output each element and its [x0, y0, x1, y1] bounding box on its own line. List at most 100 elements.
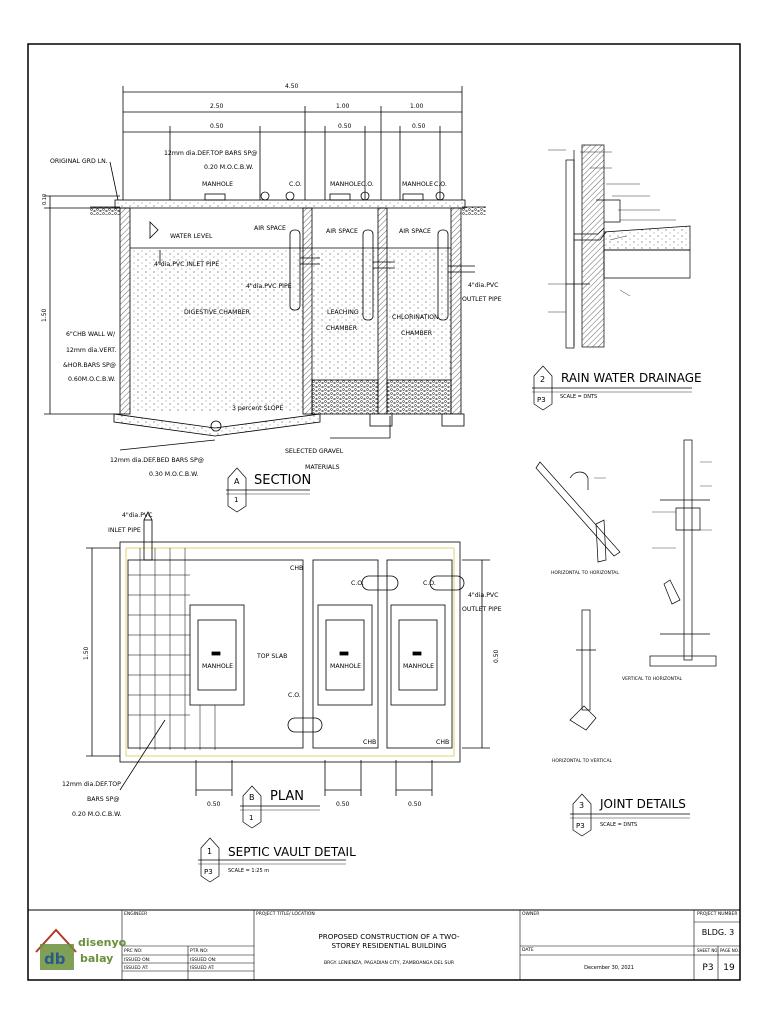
dim-height: 1.50: [41, 308, 48, 322]
plan-top-bars-label-3: 0.20 M.O.C.B.W.: [72, 811, 122, 818]
chb-wall-label-1: 6"CHB WALL W/: [66, 331, 116, 338]
joint-title: JOINT DETAILS: [599, 797, 686, 811]
septic-sheet: P3: [204, 868, 213, 876]
plan-outlet-label-2: OUTLET PIPE: [462, 606, 502, 613]
project-number-label: PROJECT NUMBER: [697, 912, 738, 917]
air-space-label-3: AIR SPACE: [399, 228, 431, 235]
title-block: ENGINEER PRC NO: PTR NO: ISSUED ON: ISSU…: [28, 910, 740, 980]
joint-details: [535, 439, 717, 731]
plan-top-slab-label: TOP SLAB: [256, 653, 287, 660]
sheet-no: P3: [702, 963, 714, 973]
slope-label: 3 percent SLOPE: [232, 405, 283, 412]
plan-top-bars-label-2: BARS SP@: [87, 795, 120, 803]
plan-outlet-label-1: 4"dia.PVC: [468, 592, 498, 599]
page-no-label: PAGE NO.: [720, 948, 739, 953]
joint-sheet: P3: [576, 822, 585, 830]
orig-grd-label: ORIGINAL GRD LN.: [50, 158, 108, 165]
company-logo: db disenyo balay: [35, 928, 127, 970]
top-bars-label-1: 12mm dia.DEF.TOP BARS SP@: [164, 149, 257, 157]
plan-manhole-label-1: MANHOLE: [202, 663, 233, 670]
gravel-label-2: MATERIALS: [305, 464, 340, 471]
co-label-1: C.O.: [289, 181, 302, 188]
manhole-label-2: MANHOLE: [330, 181, 361, 188]
section-view: [44, 86, 486, 451]
joint-h2h-label: HORIZONTAL TO HORIZONTAL: [551, 570, 619, 576]
manhole-label-1: MANHOLE: [202, 181, 233, 188]
plan-view: [86, 511, 490, 796]
project-title-line-2: STOREY RESIDENTIAL BUILDING: [331, 941, 447, 950]
prc-label: PRC NO:: [124, 949, 143, 954]
plan-dim-bottom-3: 0.50: [408, 801, 422, 808]
chlor-label-2: CHAMBER: [401, 330, 433, 337]
septic-scale: SCALE = 1:25 m: [228, 868, 269, 874]
project-location: BRGY. LENIENZA, PAGADIAN CITY, ZAMBOANGA…: [323, 961, 455, 966]
chb-wall-label-2: 12mm dia.VERT.: [66, 347, 116, 354]
dim-small: 0.10: [42, 194, 48, 205]
section-title-tag: A 1 SECTION: [226, 467, 311, 513]
date-value: December 30, 2021: [584, 965, 634, 971]
rain-title: RAIN WATER DRAINAGE: [561, 371, 702, 385]
plan-co-label-2: C.O.: [423, 580, 436, 587]
svg-text:db: db: [44, 950, 66, 968]
septic-title-tag: 1 P3 SEPTIC VAULT DETAIL SCALE = 1:25 m: [198, 837, 356, 883]
logo-text-2: balay: [80, 952, 113, 965]
dim-mid-inner: 0.50: [338, 123, 352, 130]
chb-wall-label-3: &HOR.BARS SP@: [63, 361, 116, 369]
plan-dim-right: 0.50: [493, 649, 500, 663]
project-number: BLDG. 3: [701, 928, 735, 937]
date-label: DATE: [522, 948, 534, 953]
bed-bars-label-1: 12mm dia.DEF.BED BARS SP@: [110, 456, 204, 464]
septic-title: SEPTIC VAULT DETAIL: [228, 845, 356, 859]
plan-top-bars-label-1: 12mm dia.DEF.TOP: [62, 781, 121, 788]
plan-tag-num: 1: [249, 814, 253, 822]
chb-wall-label-4: 0.60M.O.C.B.W.: [68, 376, 116, 383]
leaching-label-2: CHAMBER: [326, 325, 358, 332]
co-label-2: C.O.: [361, 181, 374, 188]
sheet-no-label: SHEET NO.: [697, 948, 719, 953]
joint-h2v-label: HORIZONTAL TO VERTICAL: [552, 758, 613, 764]
dim-right-inner: 0.50: [412, 123, 426, 130]
plan-chb-label-3: CHB: [436, 739, 449, 746]
dim-overall: 4.50: [285, 83, 299, 90]
chlor-label-1: CHLORINATION: [392, 314, 439, 321]
issued-at-label-2: ISSUED AT:: [190, 966, 215, 971]
project-title-label: PROJECT TITLE/ LOCATION: [256, 912, 315, 917]
ptr-label: PTR NO:: [190, 949, 209, 954]
plan-chb-label-1: CHB: [290, 565, 303, 572]
dim-right-top: 1.00: [410, 103, 424, 110]
dim-mid-top: 1.00: [336, 103, 350, 110]
rain-scale: SCALE = DNTS: [560, 394, 597, 400]
issued-on-label-1: ISSUED ON:: [124, 958, 151, 963]
section-tag-num: 1: [234, 496, 238, 504]
outlet-label-1: 4"dia.PVC: [468, 282, 498, 289]
septic-num: 1: [207, 847, 212, 856]
page-no: 19: [723, 963, 735, 973]
owner-label: OWNER: [522, 912, 540, 917]
plan-dim-height: 1.50: [83, 646, 90, 660]
logo-text-1: disenyo: [78, 936, 127, 949]
plan-co-label-1: C.O.: [351, 580, 364, 587]
joint-scale: SCALE = DNTS: [600, 822, 637, 828]
digestive-label: DIGESTIVE CHAMBER: [184, 309, 251, 316]
plan-manhole-label-3: MANHOLE: [403, 663, 434, 670]
plan-labels: 4"dia.PVC INLET PIPE CHB CHB CHB C.O. C.…: [62, 512, 502, 818]
rain-title-tag: 2 P3 RAIN WATER DRAINAGE SCALE = DNTS: [532, 365, 702, 411]
plan-title: PLAN: [270, 789, 304, 804]
joint-num: 3: [579, 801, 584, 810]
pvc-pipe-label: 4"dia.PVC PIPE: [246, 283, 292, 290]
dim-left-inner: 0.50: [210, 123, 224, 130]
co-label-3: C.O.: [434, 181, 447, 188]
plan-chb-label-2: CHB: [363, 739, 376, 746]
outlet-label-2: OUTLET PIPE: [462, 296, 502, 303]
plan-title-tag: B 1 PLAN: [240, 785, 320, 829]
plan-inlet-label-2: INLET PIPE: [108, 527, 141, 534]
issued-on-label-2: ISSUED ON:: [190, 958, 217, 963]
dim-left-top: 2.50: [210, 103, 224, 110]
joint-v2h-label: VERTICAL TO HORIZONTAL: [622, 676, 683, 682]
plan-co-label-3: C.O.: [288, 692, 301, 699]
project-title-line-1: PROPOSED CONSTRUCTION OF A TWO-: [318, 932, 460, 941]
rain-num: 2: [540, 375, 545, 384]
rain-sheet: P3: [537, 396, 546, 404]
section-tag-letter: A: [234, 477, 240, 486]
